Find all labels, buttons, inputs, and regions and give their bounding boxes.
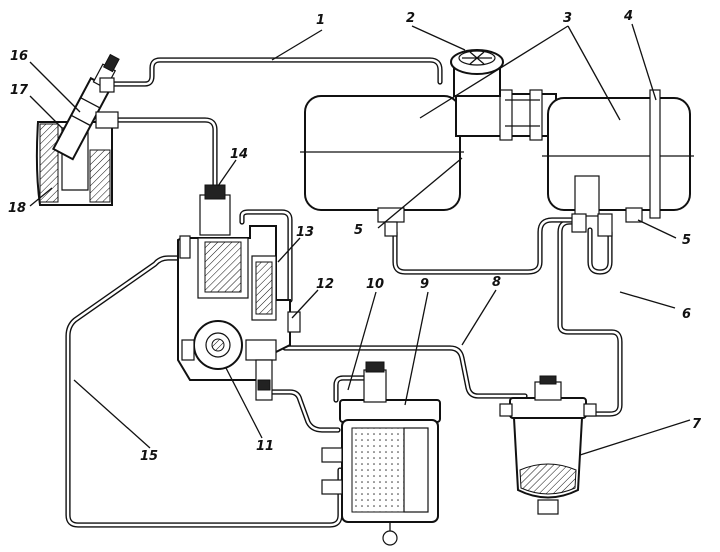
label-8: 8 bbox=[492, 275, 501, 290]
label-6: 6 bbox=[682, 307, 691, 322]
right-fuel-tank bbox=[542, 89, 694, 237]
label-10: 10 bbox=[366, 277, 384, 292]
label-3: 3 bbox=[563, 11, 572, 26]
label-7: 7 bbox=[692, 417, 702, 432]
label-14: 14 bbox=[230, 147, 248, 162]
pipe-1-return-line bbox=[109, 57, 443, 87]
label-16: 16 bbox=[10, 49, 28, 64]
label-15: 15 bbox=[140, 449, 158, 464]
label-17: 17 bbox=[10, 83, 29, 98]
leader-lines bbox=[29, 23, 691, 456]
left-fuel-tank bbox=[300, 95, 464, 237]
callout-labels: 1 2 3 4 5 5 6 7 8 9 10 11 12 13 14 15 16… bbox=[8, 9, 702, 464]
tank-cross-line bbox=[392, 217, 581, 275]
pump-gears bbox=[193, 241, 243, 370]
label-1: 1 bbox=[316, 13, 325, 28]
tank-connection-neck bbox=[455, 89, 557, 141]
pipe-14-high-pressure-line bbox=[115, 117, 218, 193]
label-13: 13 bbox=[296, 225, 314, 240]
fuel-injector-assembly bbox=[35, 53, 120, 206]
label-5-right: 5 bbox=[682, 233, 691, 248]
injection-pump bbox=[177, 184, 301, 401]
label-11: 11 bbox=[256, 439, 274, 454]
label-9: 9 bbox=[420, 277, 429, 292]
label-12: 12 bbox=[316, 277, 334, 292]
filler-cap bbox=[450, 49, 504, 97]
pipe-8 bbox=[282, 345, 528, 399]
coarse-fuel-filter bbox=[499, 375, 597, 515]
label-4: 4 bbox=[623, 9, 633, 24]
label-5-left: 5 bbox=[354, 223, 363, 238]
label-2: 2 bbox=[406, 11, 415, 26]
fine-fuel-filter bbox=[321, 361, 441, 546]
label-18: 18 bbox=[8, 201, 26, 216]
pipelines bbox=[65, 57, 623, 528]
